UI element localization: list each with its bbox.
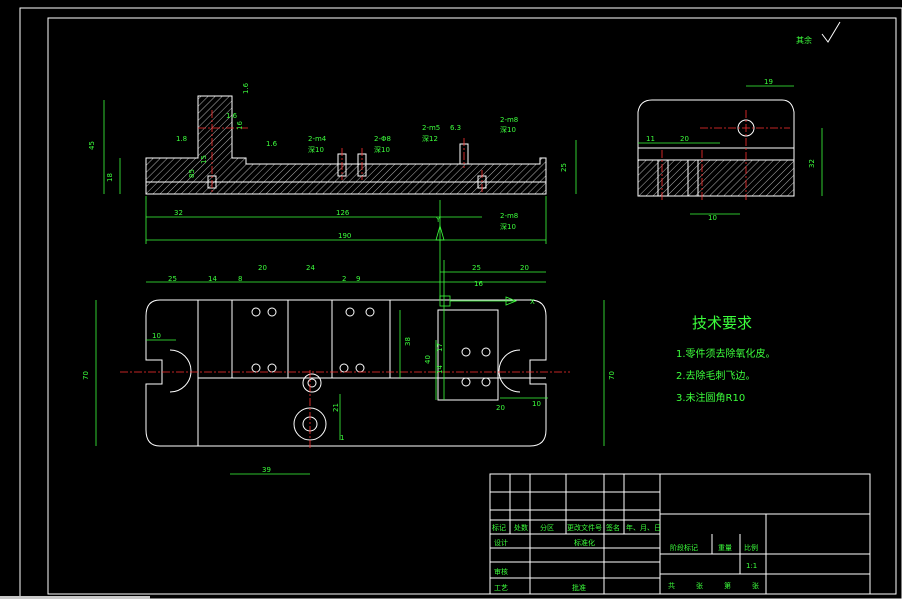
dim-side-32: 32 [808, 159, 816, 168]
dim-top-2a: 2 [342, 275, 346, 283]
label-6-3: 6.3 [450, 124, 461, 132]
requirement-item-3: 3.未注圆角R10 [676, 391, 745, 404]
tb-weight: 重量 [718, 544, 732, 552]
dim-top-20c: 20 [496, 404, 505, 412]
tb-count: 处数 [514, 523, 528, 532]
tb-date: 年、月、日 [626, 523, 661, 532]
roughness-note-text: 其余 [796, 35, 812, 45]
tb-sheets-total: 共 [668, 581, 675, 590]
dim-top-21: 21 [332, 403, 340, 412]
dim-top-16: 16 [474, 280, 483, 288]
tb-mark: 标记 [492, 523, 506, 532]
dim-side-20: 20 [680, 135, 689, 143]
label-deep10d: 深10 [500, 222, 516, 231]
tb-design: 设计 [494, 538, 508, 547]
tb-zone: 分区 [540, 523, 554, 532]
dim-top-20a: 20 [258, 264, 267, 272]
side-view: 19 11 20 10 32 [637, 78, 823, 222]
requirements-title: 技术要求 [692, 314, 752, 332]
dim-1-6b: 1.6 [266, 140, 278, 148]
dim-top-1: 1 [340, 434, 344, 442]
dim-45: 45 [88, 141, 96, 150]
tb-stage-mark: 阶段标记 [670, 543, 698, 552]
tb-sheets-unit-b: 张 [752, 581, 759, 590]
requirement-item-2: 2.去除毛刺飞边。 [676, 369, 756, 382]
dim-15: 15 [200, 155, 208, 164]
dim-side-11: 11 [646, 135, 655, 143]
dim-top-25a: 25 [168, 275, 177, 283]
status-bar [0, 596, 150, 599]
label-deep12: 深12 [422, 134, 438, 143]
dim-1-6a: 1.6 [242, 82, 250, 94]
dim-side-19: 19 [764, 78, 773, 86]
axis-x-label: X [530, 298, 535, 306]
front-view: Y 45 18 25 32 126 190 1.6 1.6 1.8 16 15 … [88, 82, 577, 300]
technical-requirements: 技术要求 1.零件须去除氧化皮。 2.去除毛刺飞边。 3.未注圆角R10 [676, 314, 776, 404]
dim-top-8: 8 [238, 275, 242, 283]
label-deep10c: 深10 [500, 125, 516, 134]
label-2-m8: 2-m8 [500, 116, 518, 124]
dim-side-10: 10 [708, 214, 717, 222]
roughness-symbol-icon [821, 21, 841, 43]
dim-top-70a: 70 [82, 371, 90, 380]
dim-16: 16 [236, 121, 244, 130]
dim-top-20b: 20 [520, 264, 529, 272]
tb-scale-label: 比例 [744, 543, 758, 552]
dim-25: 25 [560, 163, 568, 172]
top-view: X 25 14 8 20 24 2 9 25 20 10 16 10 39 70… [82, 260, 616, 475]
requirement-item-1: 1.零件须去除氧化皮。 [676, 347, 776, 360]
tb-process: 工艺 [494, 584, 508, 592]
label-deep10b: 深10 [374, 145, 390, 154]
dim-top-39: 39 [262, 466, 271, 474]
dim-18: 18 [106, 173, 114, 182]
label-2-m5: 2-m5 [422, 124, 440, 132]
dim-top-25b: 25 [472, 264, 481, 272]
tb-approve: 批准 [572, 583, 586, 592]
dim-top-38: 38 [404, 337, 412, 346]
dim-1-6c: 1.6 [226, 112, 238, 120]
title-block: 标记 处数 分区 更改文件号 签名 年、月、日 设计 标准化 审核 工艺 批准 … [489, 473, 871, 595]
dim-top-24: 24 [306, 264, 315, 272]
dim-190: 190 [338, 232, 351, 240]
tb-scale-value: 1:1 [746, 562, 757, 570]
dim-top-10a: 10 [152, 332, 161, 340]
dim-top-40: 40 [424, 355, 432, 364]
dim-top-17: 17 [436, 343, 444, 352]
dim-top-10b: 10 [532, 400, 541, 408]
tb-sheet-no: 第 [724, 581, 731, 590]
dim-32: 32 [174, 209, 183, 217]
dim-top-70b: 70 [608, 371, 616, 380]
dim-top-14a: 14 [208, 275, 217, 283]
label-2-m4: 2-m4 [308, 135, 327, 143]
tb-standard: 标准化 [574, 538, 595, 547]
dim-85: 85 [188, 169, 196, 178]
dim-top-14b: 14 [436, 365, 444, 374]
tb-change-doc: 更改文件号 [567, 523, 602, 532]
label-deep10a: 深10 [308, 145, 324, 154]
tb-review: 审核 [494, 567, 508, 576]
drawing-frame [19, 7, 902, 599]
dim-126: 126 [336, 209, 350, 217]
dim-top-9a: 9 [356, 275, 360, 283]
label-2-m8b: 2-m8 [500, 212, 518, 220]
label-2-phi8: 2-Φ8 [374, 135, 391, 143]
tb-sheets-unit-a: 张 [696, 581, 703, 590]
axis-y-label: Y [435, 216, 441, 224]
roughness-note: 其余 [796, 21, 841, 45]
dim-1-8: 1.8 [176, 135, 187, 143]
tb-signature: 签名 [606, 523, 620, 532]
